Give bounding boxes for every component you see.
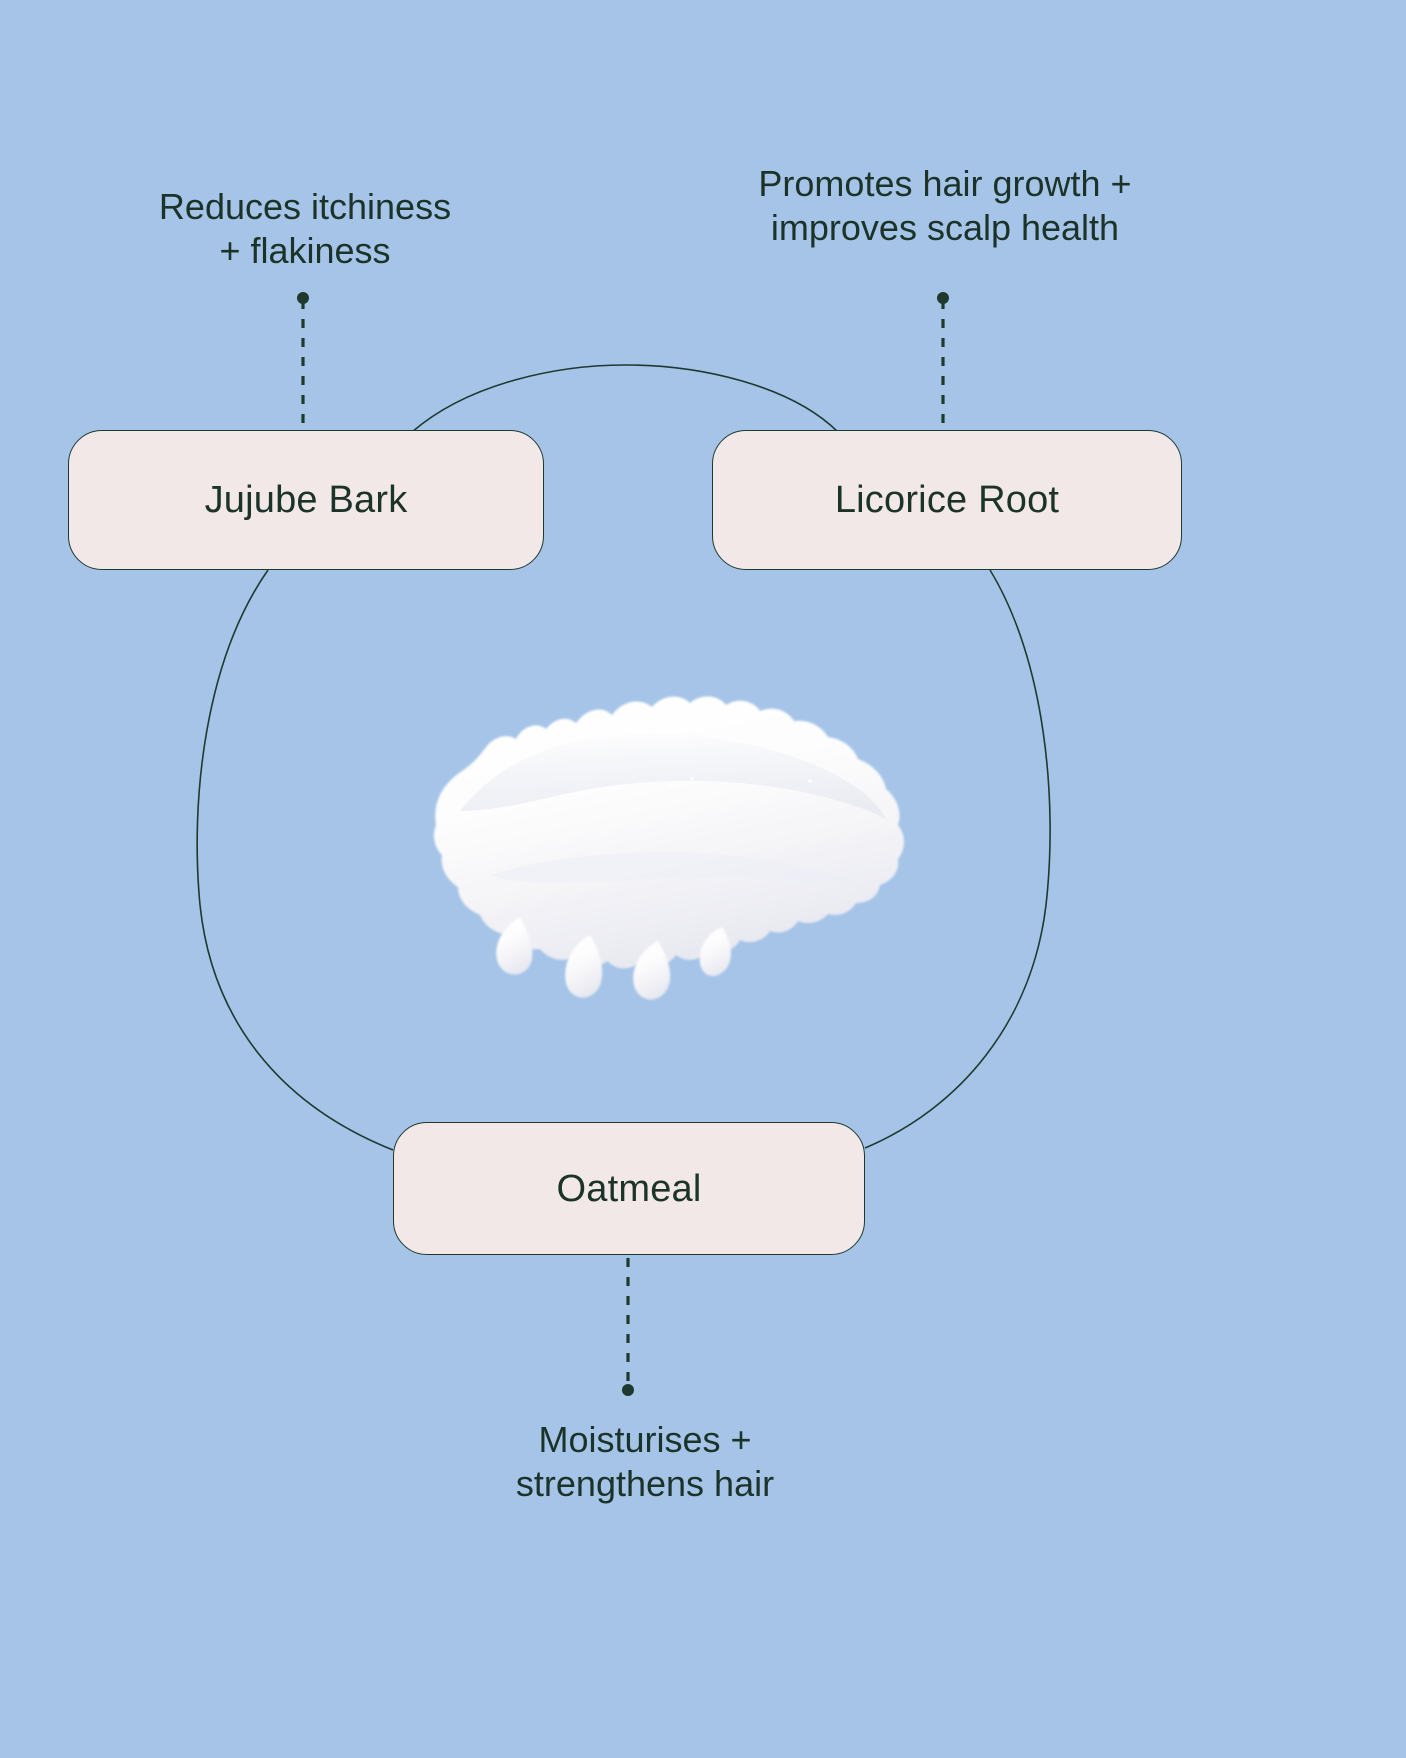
arc-top — [411, 364, 839, 433]
leader-dot-jujube — [297, 292, 309, 304]
ingredient-pill-licorice-root[interactable]: Licorice Root — [712, 430, 1182, 570]
ingredient-pill-jujube-bark[interactable]: Jujube Bark — [68, 430, 544, 570]
benefit-caption-jujube-bark: Reduces itchiness + flakiness — [158, 186, 452, 271]
benefit-caption-licorice-root: Promotes hair growth + improves scalp he… — [758, 163, 1132, 248]
leader-dot-licorice — [937, 292, 949, 304]
benefit-caption-oatmeal: Moisturises + strengthens hair — [515, 1419, 775, 1504]
arc-right — [864, 569, 1051, 1149]
ingredient-pill-label: Licorice Root — [834, 479, 1060, 521]
arc-left — [196, 569, 394, 1151]
ingredient-pill-label: Oatmeal — [556, 1167, 702, 1210]
ingredient-pill-oatmeal[interactable]: Oatmeal — [393, 1122, 865, 1255]
ingredient-pill-label: Jujube Bark — [204, 479, 408, 521]
leader-dot-oatmeal — [622, 1384, 634, 1396]
